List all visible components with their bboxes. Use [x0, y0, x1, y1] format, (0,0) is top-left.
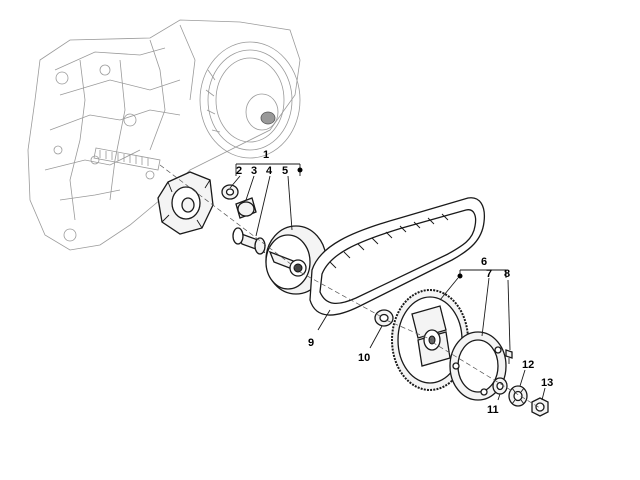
flange-nut-part — [531, 397, 549, 417]
callout-12: 12 — [522, 359, 534, 371]
callout-leaders — [229, 163, 546, 401]
callout-2: 2 — [236, 165, 242, 177]
callout-4: 4 — [266, 165, 273, 177]
fixed-drive-face-part — [391, 289, 469, 391]
ramp-plate-part — [157, 171, 214, 235]
callout-8: 8 — [504, 268, 510, 280]
starter-ratchet-part — [508, 385, 528, 407]
drive-belt-part — [309, 197, 486, 316]
callout-6: 6 — [481, 256, 487, 268]
roller-part — [235, 197, 257, 219]
cover-plate-part — [449, 331, 507, 401]
callout-13: 13 — [541, 377, 553, 389]
callout-10: 10 — [358, 352, 370, 364]
callout-5: 5 — [282, 165, 288, 177]
callout-7: 7 — [486, 268, 492, 280]
callout-3: 3 — [251, 165, 257, 177]
washer-part — [374, 309, 394, 327]
screw-part — [505, 349, 513, 364]
callout-1: 1 — [263, 149, 269, 161]
bushing-small-part — [221, 184, 239, 200]
callout-labels: 1 2 3 4 5 6 7 8 9 10 11 12 13 — [236, 149, 553, 416]
callout-11: 11 — [487, 404, 499, 416]
callout-9: 9 — [308, 337, 314, 349]
spacer-sleeve-part — [232, 227, 266, 255]
engine-crankcase — [27, 19, 301, 251]
assembly-axis — [159, 164, 541, 409]
